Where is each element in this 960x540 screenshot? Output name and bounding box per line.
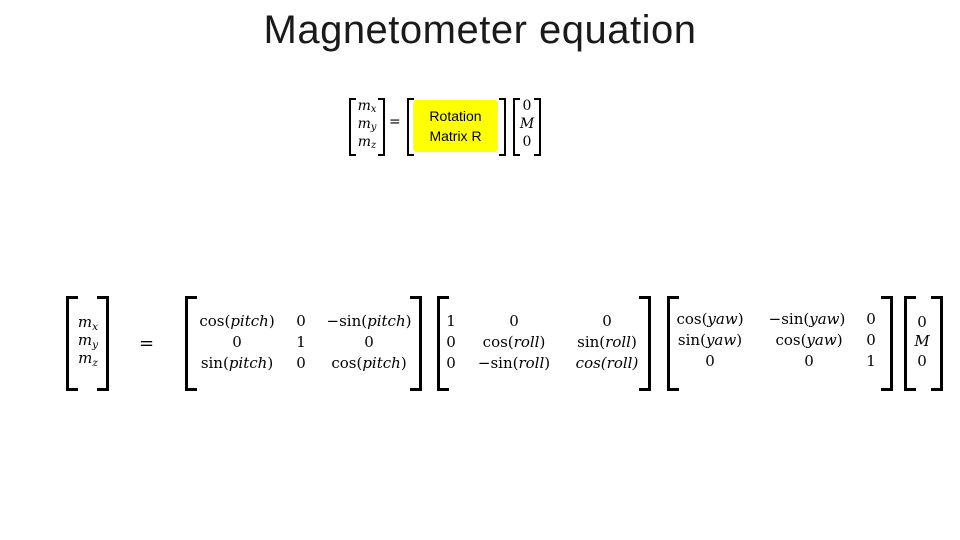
rotation-matrix-box: Rotation Matrix R [413,100,498,152]
pitch-right-bracket [410,296,422,391]
yaw-r3c2: 0 [804,352,814,370]
slide-title: Magnetometer equation [263,8,697,52]
main-lhs-my: my [77,331,99,351]
top-rotation-left-bracket [407,98,414,156]
yaw-r2c2: cos(yaw) [775,331,843,349]
top-equals-sign: = [389,114,401,130]
pitch-r3c3: cos(pitch) [331,354,407,372]
top-lhs-my: my [357,116,377,134]
main-rhs-left-bracket [904,296,916,391]
pitch-r2c1: 0 [232,333,242,351]
top-rhs-right-bracket [534,98,541,156]
main-lhs-mz: mz [78,349,98,369]
pitch-left-bracket [185,296,197,391]
rotation-box-line1: Rotation [429,108,482,124]
yaw-right-bracket [881,296,893,391]
main-lhs-right-bracket [97,296,109,391]
roll-r1c1: 1 [446,312,456,330]
pitch-r3c2: 0 [296,354,306,372]
pitch-r1c2: 0 [296,312,306,330]
pitch-r2c3: 0 [364,333,374,351]
roll-r3c1: 0 [446,354,456,372]
main-rhs-0: 0 [917,313,927,331]
roll-r3c3: cos(roll) [575,354,639,372]
roll-r2c2: cos(roll) [482,333,546,351]
pitch-r2c2: 1 [296,333,306,351]
roll-r1c2: 0 [509,312,519,330]
main-rhs-2: 0 [917,352,927,370]
top-rhs-left-bracket [513,98,520,156]
roll-r2c3: sin(roll) [577,333,637,351]
yaw-r1c3: 0 [866,310,876,328]
pitch-r1c3: −sin(pitch) [326,312,412,330]
yaw-r2c3: 0 [866,331,876,349]
top-rhs-0: 0 [522,98,532,114]
main-lhs-left-bracket [66,296,78,391]
yaw-r2c1: sin(yaw) [677,331,743,349]
roll-left-bracket [437,296,449,391]
top-lhs-mz: mz [357,134,377,152]
yaw-r3c1: 0 [705,352,715,370]
top-lhs-right-bracket [378,98,385,156]
main-rhs-right-bracket [931,296,943,391]
roll-r2c1: 0 [446,333,456,351]
top-rhs-M: M [519,116,535,132]
main-rhs-M: M [914,332,930,350]
rotation-box-line2: Matrix R [429,128,482,144]
top-rotation-right-bracket [499,98,506,156]
top-lhs-mx: mx [357,98,377,116]
yaw-r1c1: cos(yaw) [676,310,744,328]
main-lhs-mx: mx [77,313,99,333]
yaw-left-bracket [667,296,679,391]
pitch-r3c1: sin(pitch) [200,354,274,372]
yaw-r1c2: −sin(yaw) [768,310,846,328]
roll-r3c2: −sin(roll) [477,354,551,372]
yaw-r3c3: 1 [866,352,876,370]
main-equals-sign: = [139,333,155,354]
roll-right-bracket [639,296,651,391]
top-rhs-2: 0 [522,134,532,150]
top-lhs-left-bracket [349,98,356,156]
pitch-r1c1: cos(pitch) [199,312,275,330]
roll-r1c3: 0 [602,312,612,330]
